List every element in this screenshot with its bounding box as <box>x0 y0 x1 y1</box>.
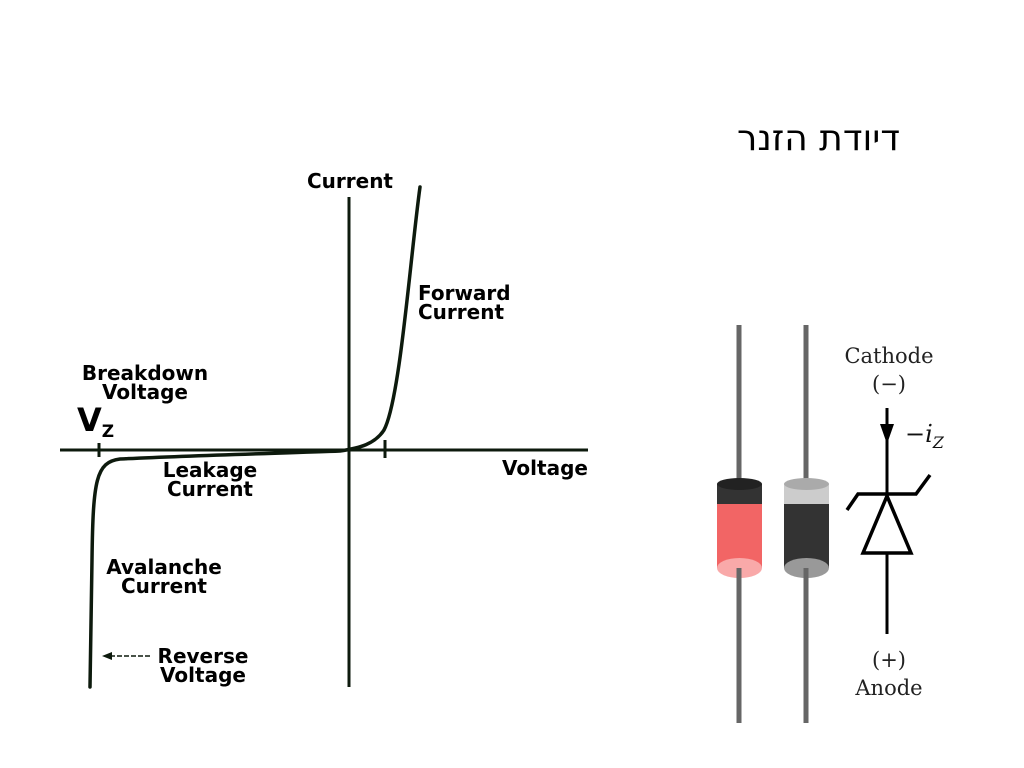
current-label: −iZ <box>905 420 944 452</box>
cathode-label: Cathode (−) <box>844 344 934 396</box>
vz-main: V <box>77 401 102 439</box>
diode-triangle <box>860 491 914 555</box>
current-arrowhead <box>880 424 894 444</box>
forward-current-label: Forward Current <box>418 281 511 324</box>
black-diode-cap-top <box>784 478 829 490</box>
anode-label: (+) Anode <box>855 648 923 700</box>
x-axis-label: Voltage <box>502 456 588 480</box>
leakage-current-label: Leakage Current <box>162 458 258 501</box>
breakdown-voltage-label: Breakdown Voltage <box>81 361 209 404</box>
reverse-voltage-label: Reverse Voltage <box>157 644 249 687</box>
iv-curve <box>88 185 422 689</box>
avalanche-current-label: Avalanche Current <box>106 555 222 598</box>
vz-label: VZ <box>77 401 115 442</box>
reverse-voltage-arrowhead <box>102 652 112 660</box>
y-axis-label: Current <box>306 169 393 193</box>
slide-title: דיודת הזנר <box>737 118 900 159</box>
red-diode-cap-top <box>717 478 762 490</box>
vz-sub: Z <box>101 422 115 442</box>
